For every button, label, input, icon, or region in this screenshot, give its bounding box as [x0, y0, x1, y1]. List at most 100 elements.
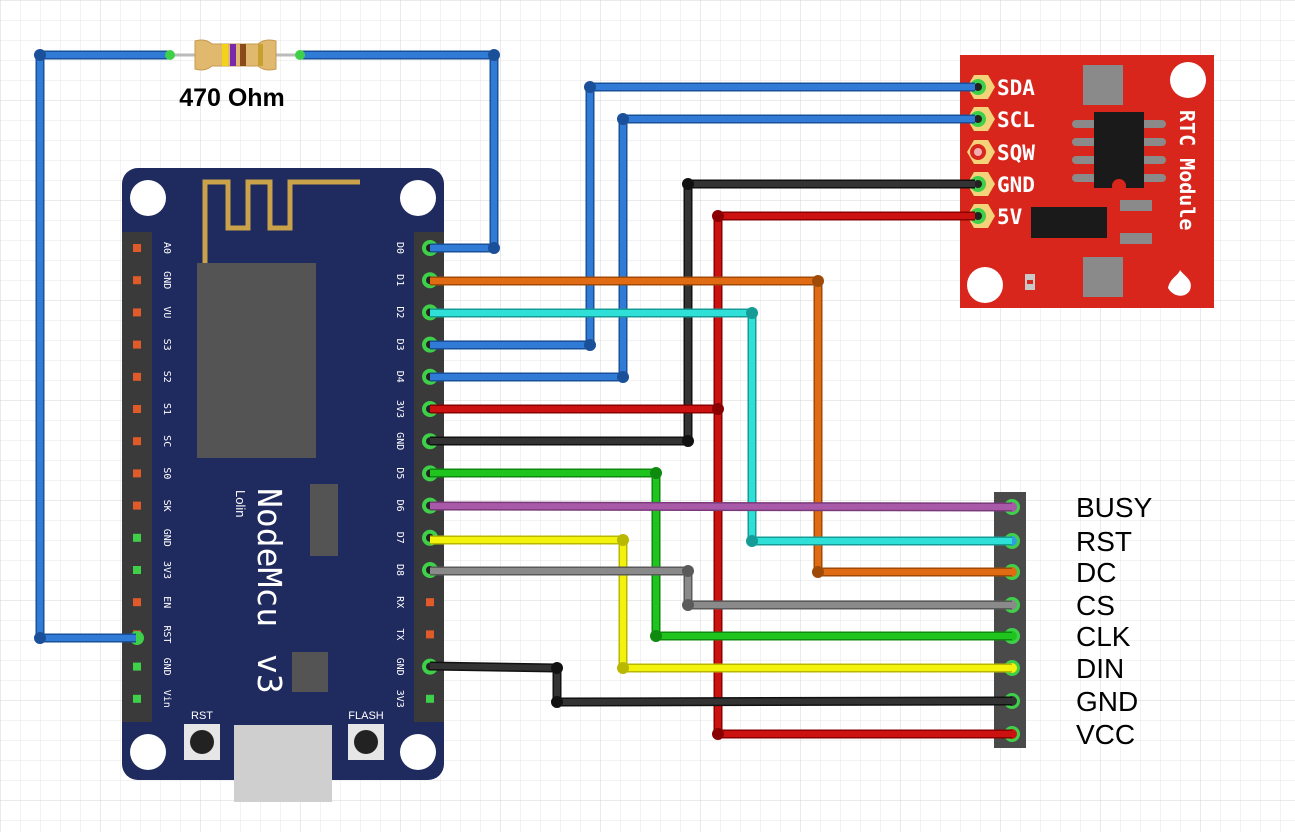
band-yellow: [222, 44, 228, 66]
wire-bend-point: [682, 565, 694, 577]
right-pin-label: GND: [394, 658, 405, 676]
wire-bend-point: [488, 49, 500, 61]
left-pin-en: [133, 598, 141, 607]
display-header: [994, 492, 1026, 748]
wire-bend-point: [746, 307, 758, 319]
right-pin-label: D3: [394, 339, 405, 351]
left-pin-label: S0: [161, 467, 172, 479]
left-pin-a0: [133, 244, 141, 252]
right-pin-rx: [426, 598, 434, 607]
flash-button-label: FLASH: [348, 710, 384, 722]
wire-bend-point: [682, 435, 694, 447]
rtc-pin-label: SDA: [997, 76, 1035, 100]
wire-bend-point: [712, 210, 724, 222]
band-gold: [258, 44, 263, 66]
display-pin-label-din: DIN: [1076, 653, 1124, 684]
wire-d5-to-clk-core: [430, 470, 1012, 639]
left-pin-s2: [133, 372, 141, 381]
wire-bend-point: [712, 403, 724, 415]
wire-d4-to-scl-core: [430, 116, 975, 380]
rtc-pin-label: GND: [997, 173, 1035, 197]
wire-bend-point: [650, 630, 662, 642]
left-pin-s0: [133, 469, 141, 478]
wire-bend-point: [617, 113, 629, 125]
left-pin-gnd: [133, 533, 141, 542]
right-pin-3v3: [426, 694, 434, 703]
left-pin-label: S2: [161, 371, 172, 383]
right-pin-label: D5: [394, 467, 405, 479]
wire-bend-point: [812, 566, 824, 578]
wire-bend-point: [682, 178, 694, 190]
left-pin-label: VU: [161, 306, 172, 318]
rtc-component: [1031, 207, 1107, 238]
brand-logo: [1168, 270, 1191, 296]
board-name: NodeMcu: [250, 488, 289, 627]
rtc-module: RTC Module SDA SCL SQW GND 5V: [960, 55, 1214, 308]
rtc-component: [1120, 200, 1152, 211]
rst-button-label: RST: [191, 710, 213, 722]
right-pin-label: GND: [394, 432, 405, 450]
right-pin-label: D6: [394, 500, 405, 512]
wire-bend-point: [551, 696, 563, 708]
left-pin-label: SC: [161, 435, 172, 447]
rtc-title: RTC Module: [1175, 110, 1199, 230]
right-pin-label: D7: [394, 532, 405, 544]
left-pin-3v3: [133, 566, 141, 574]
wire-rst-to-resistor-core: [37, 52, 170, 641]
board-version: v3: [250, 654, 289, 694]
usb-connector: [234, 725, 332, 802]
wire-d6-to-busy-core: [429, 503, 1013, 510]
rtc-pin-label: 5V: [997, 205, 1023, 229]
right-pin-label: D8: [394, 564, 405, 576]
wire-d3-to-sda-core: [430, 84, 975, 348]
rtc-pad: [1083, 257, 1123, 297]
right-pin-label: RX: [394, 596, 405, 608]
left-pin-label: Vin: [161, 690, 172, 708]
left-pin-vu: [133, 308, 141, 317]
wires: [34, 49, 1013, 740]
chip: [292, 652, 328, 692]
rtc-pin-group: SDA SCL SQW GND 5V: [967, 75, 1035, 229]
rtc-pin-hole: [974, 212, 982, 220]
wire-resistor-to-d0-core: [300, 52, 497, 251]
right-pin-label: D1: [394, 274, 405, 286]
right-pin-label: D2: [394, 306, 405, 318]
wire-bend-point: [746, 535, 758, 547]
band-violet: [230, 44, 236, 66]
rtc-pin-label: SQW: [997, 141, 1035, 165]
wire-bend-point: [488, 242, 500, 254]
flash-button-cap: [354, 730, 378, 754]
right-pin-label: D4: [394, 371, 405, 383]
left-pin-gnd: [133, 276, 141, 285]
wire-bend-point: [812, 275, 824, 287]
left-pin-vin: [133, 694, 141, 703]
rtc-led-center: [1027, 280, 1033, 284]
esp-module: [197, 263, 316, 458]
display-pin-label-vcc: VCC: [1076, 719, 1135, 750]
band-brown: [240, 44, 246, 66]
wire-bend-point: [617, 371, 629, 383]
rtc-ic: [1072, 112, 1166, 193]
left-pin-label: RST: [161, 625, 172, 643]
wire-bend-point: [712, 728, 724, 740]
wire-5v-to-vcc-core: [715, 213, 1012, 737]
rtc-pin-hole: [974, 180, 982, 188]
rtc-pin-label: SCL: [997, 108, 1035, 132]
left-pin-sc: [133, 437, 141, 446]
wire-bend-point: [650, 467, 662, 479]
wire-bend-point: [551, 662, 563, 674]
wire-bend-point: [584, 81, 596, 93]
antenna-trace: [202, 179, 360, 265]
wire-d8-to-cs-core: [430, 568, 1012, 608]
left-pin-s1: [133, 405, 141, 413]
right-pin-label: 3V3: [394, 400, 405, 418]
wire-d7-to-din-core: [430, 537, 1012, 671]
rtc-pin-hole: [974, 148, 982, 156]
left-pin-s3: [133, 340, 141, 349]
chip: [310, 484, 338, 556]
left-pin-gnd: [133, 662, 141, 671]
rtc-pin-hole: [974, 115, 982, 123]
display-pin-label-cs: CS: [1076, 590, 1115, 621]
display-pin-label-gnd: GND: [1076, 686, 1138, 717]
